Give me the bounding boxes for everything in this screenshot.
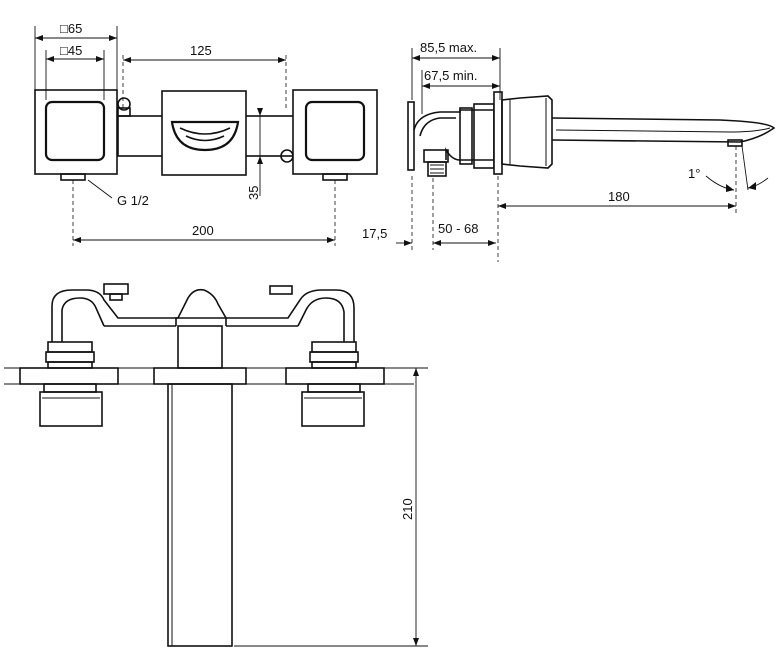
dim-thread: G 1/2 (117, 193, 149, 208)
front-view (34, 89, 378, 181)
top-view-dimensions: 210 (234, 367, 428, 647)
dim-spout-length: 180 (608, 189, 630, 204)
side-view-dimensions: 85,5 max. 67,5 min. 1° 180 17,5 50 - 68 (362, 40, 769, 262)
dim-angle: 1° (688, 166, 700, 181)
dim-center-spacing: 125 (190, 43, 212, 58)
dim-projection-range: 50 - 68 (438, 221, 478, 236)
left-handle-inner (44, 100, 106, 162)
dim-square-outer: □65 (60, 21, 82, 36)
right-handle-inner (304, 100, 366, 162)
top-view (4, 283, 414, 647)
dim-overall-width: 200 (192, 223, 214, 238)
dim-square-inner: □45 (60, 43, 82, 58)
dim-wall-offset: 17,5 (362, 226, 387, 241)
side-view (407, 91, 776, 177)
dim-spout-height: 210 (400, 498, 415, 520)
dim-depth-max: 85,5 max. (420, 40, 477, 55)
dim-height-offset: 35 (246, 186, 261, 200)
spout-top-view (167, 383, 233, 647)
dim-depth-min: 67,5 min. (424, 68, 477, 83)
front-view-dimensions: □65 □45 125 G 1/2 35 200 (34, 21, 336, 246)
